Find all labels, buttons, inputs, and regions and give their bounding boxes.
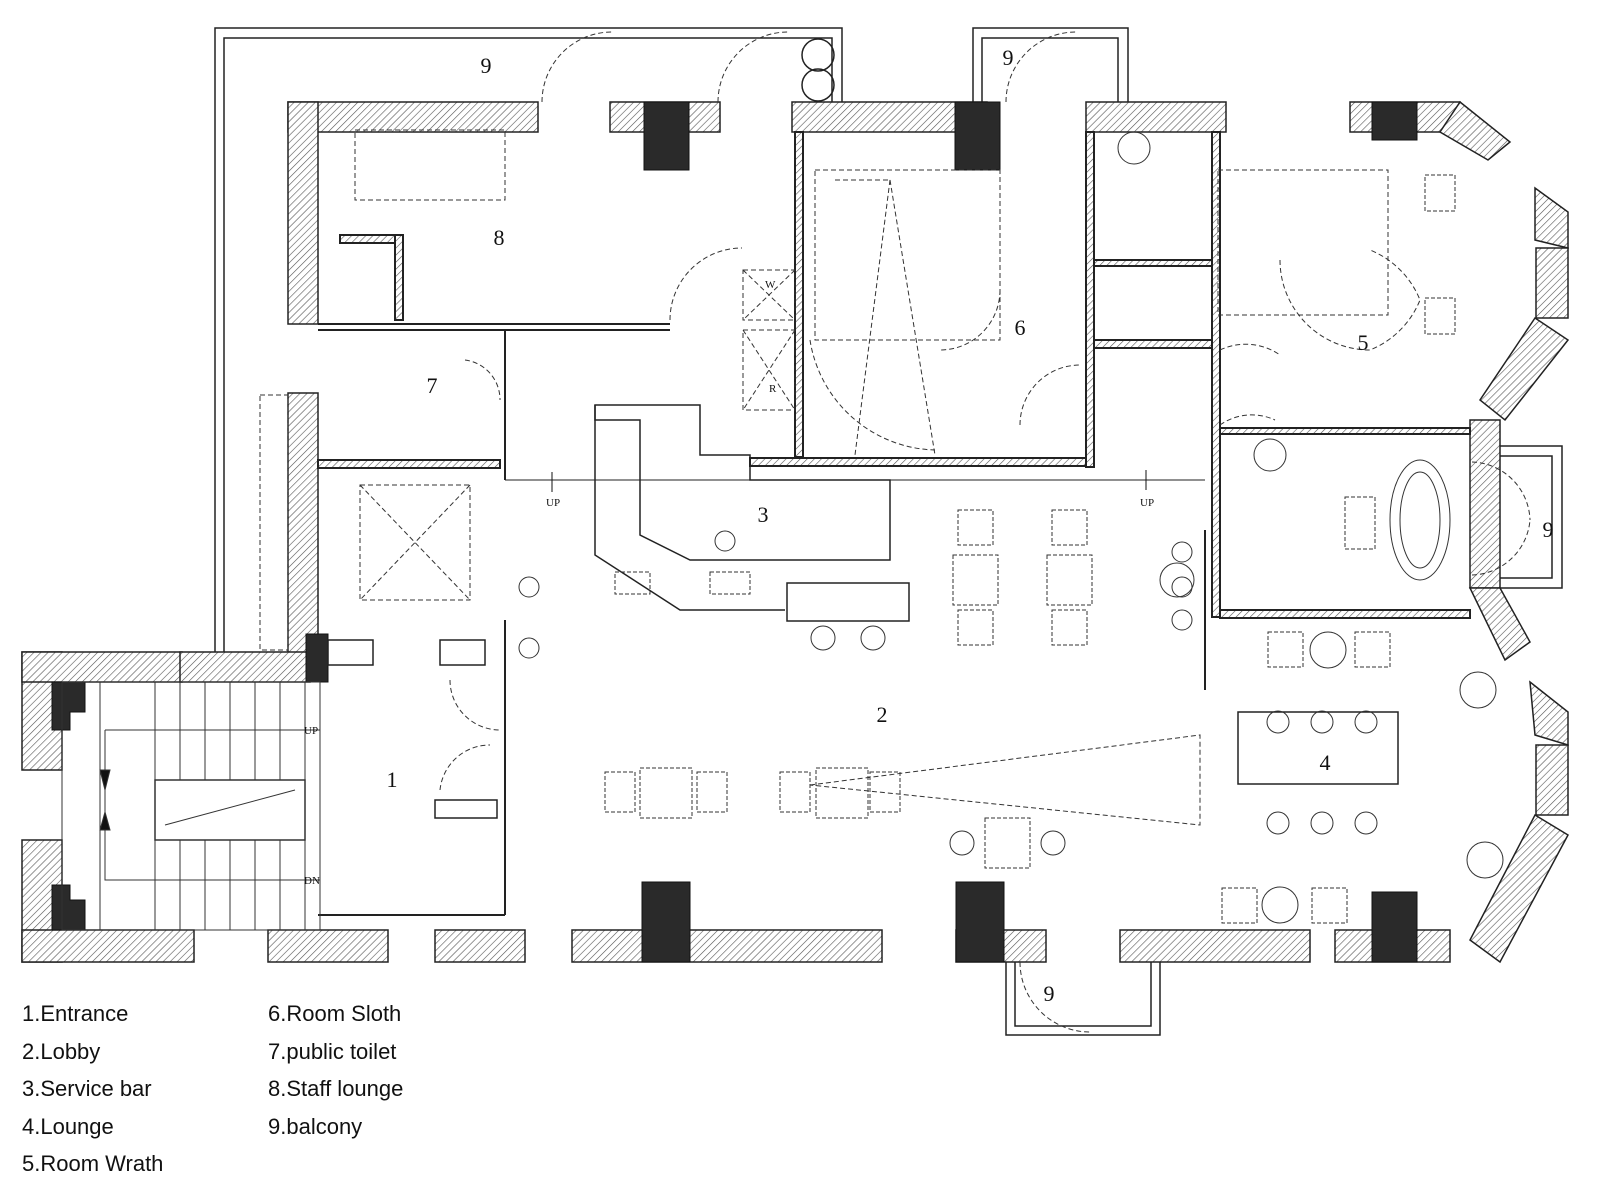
room-label-1: 1: [387, 767, 398, 792]
room-label-4: 4: [1320, 750, 1331, 775]
level-up-marker-left: UP: [546, 497, 560, 509]
room-label-3: 3: [758, 502, 769, 527]
legend-item: 4.Lounge: [22, 1113, 114, 1139]
legend-column-1: 1.Entrance 2.Lobby 3.Service bar 4.Loung…: [22, 995, 163, 1183]
staircase: [61, 681, 321, 931]
balcony-outlines: [214, 27, 1563, 1036]
room-label-9-northeast: 9: [1003, 45, 1014, 70]
room-label-9-north: 9: [481, 53, 492, 78]
stair-up-marker: UP: [304, 725, 318, 737]
round-stools: [518, 131, 1504, 924]
room-label-7: 7: [427, 373, 438, 398]
planters: [801, 38, 835, 102]
room-labels: 1 2 3 4 5 6 7 8 9 9 9 9: [387, 45, 1554, 1006]
stair-dn-marker: DN: [304, 875, 320, 887]
room-label-9-south: 9: [1044, 981, 1055, 1006]
legend-item: 3.Service bar: [22, 1076, 152, 1101]
legend-item: 7.public toilet: [268, 1038, 397, 1064]
legend-item: 5.Room Wrath: [22, 1151, 164, 1176]
legend-item: 1.Entrance: [22, 1001, 129, 1026]
legend-column-2: 6.Room Sloth 7.public toilet 8.Staff lou…: [268, 995, 403, 1145]
small-markers: UP DN UP UP W R: [304, 279, 1154, 887]
room-label-9-east: 9: [1543, 517, 1554, 542]
furniture-outlines: [259, 31, 1531, 1033]
legend-item: 6.Room Sloth: [268, 1001, 402, 1026]
room-label-8: 8: [494, 225, 505, 250]
legend-item: 2.Lobby: [22, 1038, 101, 1064]
room-label-2: 2: [877, 702, 888, 727]
legend-item: 8.Staff lounge: [268, 1076, 404, 1101]
level-up-marker-right: UP: [1140, 497, 1154, 509]
wardrobe-marker: W: [765, 279, 776, 291]
interior-walls: [317, 131, 1471, 916]
lobby-furniture: [604, 174, 1456, 924]
room-label-6: 6: [1015, 315, 1026, 340]
room-label-5: 5: [1358, 330, 1369, 355]
refrigerator-marker: R: [769, 383, 777, 395]
legend-item: 9.balcony: [268, 1113, 363, 1139]
